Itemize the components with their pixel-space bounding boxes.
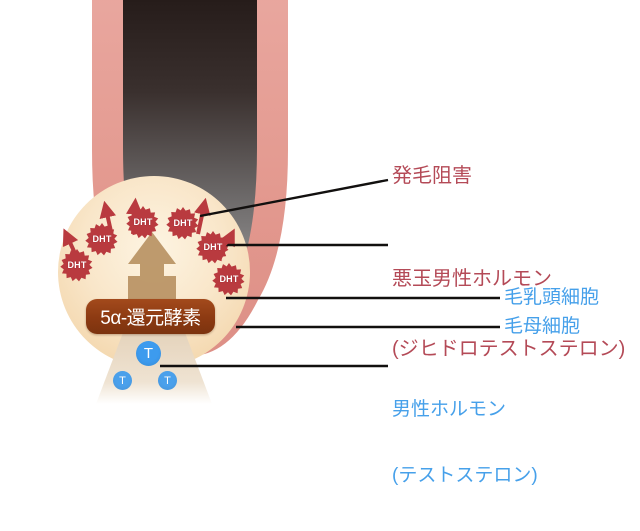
diagram-canvas: DHT DHT DHT DHT DHT DHT 5α-還元酵素 T T T 発毛… (58, 0, 625, 486)
leader-growth-inhibition (199, 178, 389, 218)
label-bad-male-hormone-line2: (ジヒドロテストステロン) (392, 337, 626, 360)
dht-badge-label: DHT (173, 218, 193, 228)
starburst-icon (126, 206, 159, 239)
starburst-icon (60, 249, 93, 282)
dht-arrow-top-right (194, 197, 211, 235)
testosterone-molecule: T (158, 371, 177, 390)
dht-badge-label: DHT (67, 260, 87, 270)
starburst-icon (85, 223, 118, 256)
growth-direction-arrow (128, 232, 176, 306)
dht-badge: DHT (196, 230, 230, 264)
testosterone-label: T (119, 374, 126, 387)
dht-badge-label: DHT (92, 234, 112, 244)
dht-badge: DHT (166, 206, 200, 240)
label-bad-male-hormone-line1: 悪玉男性ホルモン (392, 268, 552, 291)
starburst-icon (212, 263, 245, 296)
testosterone-molecule: T (136, 341, 161, 366)
dht-badge-label: DHT (203, 242, 223, 252)
testosterone-label: T (143, 345, 154, 362)
dht-badge: DHT (126, 205, 160, 239)
dht-badge: DHT (60, 248, 94, 282)
dht-badge-label: DHT (219, 274, 239, 284)
label-male-hormone-line1: 男性ホルモン (392, 399, 507, 421)
leader-line-group (160, 178, 500, 368)
label-male-hormone: 男性ホルモン (テストステロン) (392, 355, 538, 531)
testosterone-molecule: T (113, 371, 132, 390)
enzyme-label-text: 5α-還元酵素 (100, 308, 201, 329)
dht-badge: DHT (85, 222, 119, 256)
label-hair-matrix-cell: 毛母細胞 (504, 316, 581, 337)
starburst-icon (166, 207, 199, 240)
dht-badge-label: DHT (133, 217, 153, 227)
starburst-icon (196, 231, 229, 264)
dht-badge: DHT (212, 262, 246, 296)
enzyme-label-pill: 5α-還元酵素 (86, 299, 215, 334)
label-dermal-papilla-cell: 毛乳頭細胞 (504, 287, 600, 308)
label-bad-male-hormone: 悪玉男性ホルモン (ジヒドロテストステロン) (392, 222, 625, 408)
label-growth-inhibition: 発毛阻害 (392, 165, 472, 187)
testosterone-label: T (164, 374, 171, 387)
label-male-hormone-line2: (テストステロン) (392, 465, 538, 487)
